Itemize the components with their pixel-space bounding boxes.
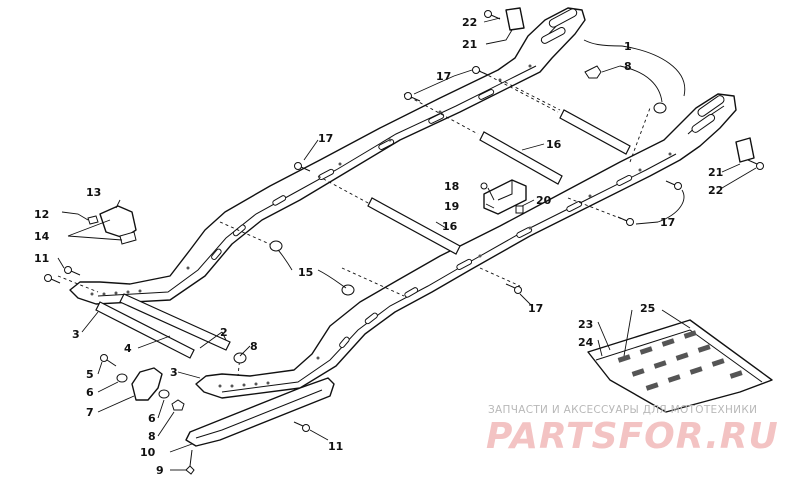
callout-8: 8: [148, 430, 156, 443]
screw-20: [515, 205, 524, 214]
bolt-17-f: [505, 283, 522, 294]
washer-15-left: [269, 240, 283, 252]
callout-21: 21: [708, 166, 723, 179]
traction-mat: [587, 319, 773, 413]
right-rail: [195, 93, 737, 399]
washer-8-right: [653, 102, 667, 114]
cross-shaft-rear-end: [559, 109, 631, 155]
callout-12: 12: [34, 208, 49, 221]
callout-6: 6: [86, 386, 94, 399]
callout-22: 22: [462, 16, 477, 29]
washer-6-a: [116, 373, 128, 383]
rail-stop-7: [131, 367, 163, 401]
bolt-17-c: [294, 162, 311, 172]
hyfax-slide: [185, 377, 335, 447]
callout-17: 17: [528, 302, 543, 315]
watermark-caption: ЗАПЧАСТИ И АКСЕССУАРЫ ДЛЯ МОТОТЕХНИКИ: [488, 404, 758, 416]
callout-17: 17: [318, 132, 333, 145]
bolt-17-e: [617, 216, 634, 226]
callout-20: 20: [536, 194, 552, 207]
nut-8-top: [584, 65, 602, 79]
callout-18: 18: [444, 180, 459, 193]
callout-1: 1: [624, 40, 632, 53]
callout-17: 17: [660, 216, 675, 229]
callout-labels: 1 8 22 21 17 17 16 16 15 18 19 20 17 17 …: [34, 16, 723, 477]
rail-bracket-13: [99, 205, 137, 239]
bolt-17-d: [665, 180, 682, 190]
spacer-12: [87, 215, 99, 225]
end-cap-21-top: [505, 7, 525, 31]
clip-14: [119, 231, 137, 245]
cross-shaft-rear-upper: [479, 131, 563, 185]
callout-22: 22: [708, 184, 723, 197]
callout-11: 11: [328, 440, 343, 453]
callout-10: 10: [140, 446, 156, 459]
bolt-17-a: [472, 66, 489, 76]
callout-25: 25: [640, 302, 655, 315]
callout-9: 9: [156, 464, 164, 477]
callout-17: 17: [436, 70, 451, 83]
bolt-22-top: [484, 10, 501, 20]
bolt-17-b: [404, 92, 421, 102]
callout-11: 11: [34, 252, 49, 265]
bolt-22-right: [747, 159, 764, 170]
callout-16: 16: [442, 220, 458, 233]
cross-shaft-front-upper: [119, 293, 231, 351]
left-rail: [69, 7, 586, 305]
bolt-9: [185, 449, 195, 475]
callout-4: 4: [124, 342, 132, 355]
callout-19: 19: [444, 200, 459, 213]
callout-24: 24: [578, 336, 594, 349]
callout-14: 14: [34, 230, 50, 243]
nut-8-front: [233, 352, 247, 364]
callout-21: 21: [462, 38, 477, 51]
callout-5: 5: [86, 368, 94, 381]
callout-7: 7: [86, 406, 94, 419]
callout-6: 6: [148, 412, 156, 425]
callout-16: 16: [546, 138, 562, 151]
callout-8: 8: [250, 340, 258, 353]
nut-8-b: [171, 399, 185, 411]
bumper-block-19: [483, 179, 527, 215]
bolt-11-front: [44, 274, 61, 284]
watermark-logo: PARTSFOR.RU: [486, 416, 779, 457]
callout-15: 15: [298, 266, 313, 279]
cross-shaft-front-lower: [95, 301, 195, 359]
bolt-11-right: [293, 421, 310, 432]
callout-3: 3: [72, 328, 80, 341]
callout-3: 3: [170, 366, 178, 379]
end-cap-21-right: [735, 137, 755, 163]
screw-18: [480, 182, 488, 190]
callout-23: 23: [578, 318, 593, 331]
callout-13: 13: [86, 186, 101, 199]
callout-2: 2: [220, 326, 228, 339]
bolt-5: [100, 354, 117, 367]
cross-shaft-rear-lower: [367, 197, 461, 255]
bolt-11-left: [64, 266, 81, 276]
leader-lines: [57, 17, 757, 471]
washer-6-b: [158, 389, 170, 399]
callout-8: 8: [624, 60, 632, 73]
